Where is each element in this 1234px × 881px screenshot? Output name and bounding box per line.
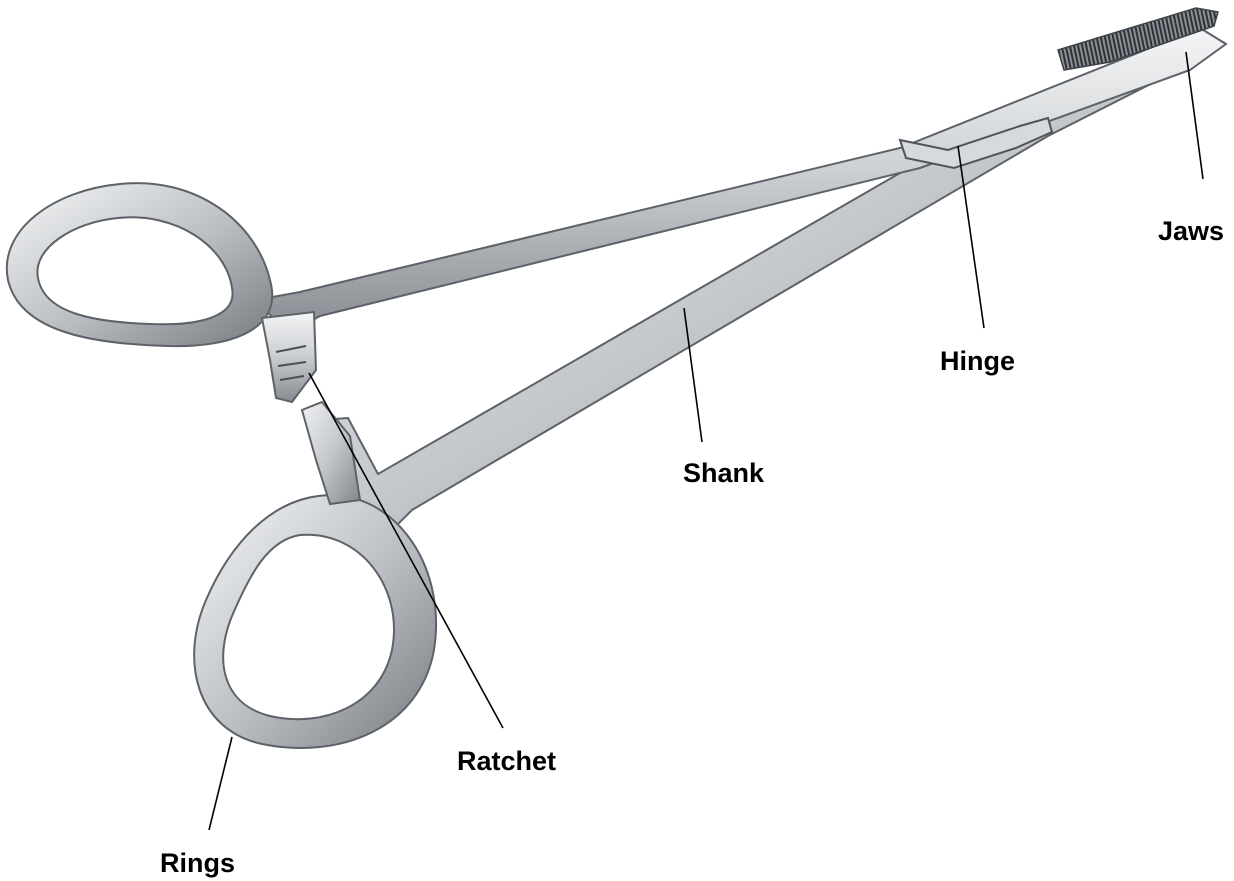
jaws-leader [1186,52,1203,179]
ratchet-label: Ratchet [457,746,556,776]
jaws-label: Jaws [1158,216,1224,246]
hinge-label: Hinge [940,346,1015,376]
shank-label: Shank [683,458,765,488]
upper-finger-ring [7,183,272,346]
rings-label: Rings [160,848,235,878]
ratchet-block [262,312,316,402]
forceps-illustration [7,8,1226,748]
ratchet-post-lower [302,402,360,504]
lower-arm [194,38,1206,748]
lower-finger-ring [194,495,436,748]
rings-leader [209,737,232,830]
